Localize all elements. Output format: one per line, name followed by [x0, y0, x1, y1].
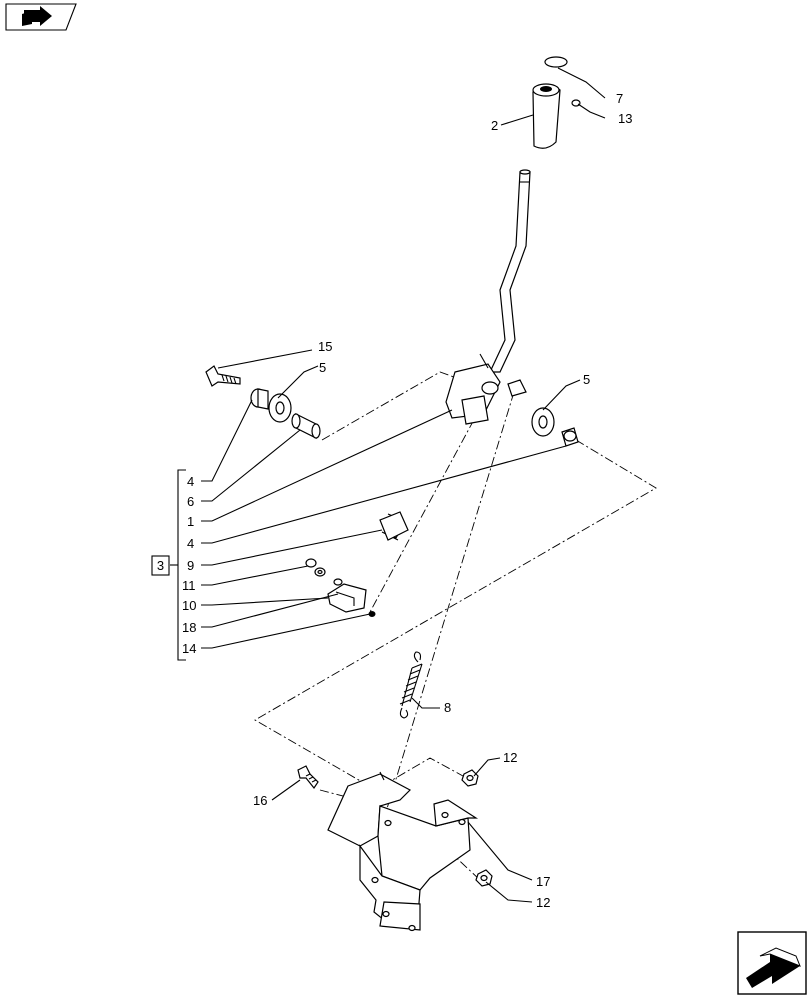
washer-right [531, 407, 555, 437]
cam-block [327, 578, 367, 613]
long-spring [399, 651, 423, 719]
leader-lines [201, 67, 606, 903]
callout-12-bottom: 12 [536, 895, 550, 910]
washer-left [268, 393, 292, 423]
group-box-label: 3 [157, 558, 164, 573]
group-bracket: 3 [151, 469, 186, 661]
callout-18: 18 [182, 620, 196, 635]
callout-12-top: 12 [503, 750, 517, 765]
nut-top [461, 769, 479, 787]
callout-7: 7 [616, 91, 623, 106]
lever-bracket [445, 353, 527, 425]
small-screw [368, 611, 376, 617]
callout-6: 6 [187, 494, 194, 509]
nut-bottom [475, 869, 493, 887]
spacer-tube [291, 413, 321, 439]
gear-knob [532, 83, 561, 149]
bolt [205, 365, 241, 387]
bracket-bolt [297, 765, 319, 790]
callout-1: 1 [187, 514, 194, 529]
callout-4-b: 4 [187, 536, 194, 551]
knob-cap [544, 56, 568, 68]
callout-9: 9 [187, 558, 194, 573]
callout-10: 10 [182, 598, 196, 613]
callout-8: 8 [444, 700, 451, 715]
short-spring [379, 511, 409, 541]
callout-14: 14 [182, 641, 196, 656]
callout-labels: 2 7 13 15 5 5 4 6 1 4 9 11 10 18 14 8 12… [182, 91, 632, 910]
callout-17: 17 [536, 874, 550, 889]
callout-13: 13 [618, 111, 632, 126]
callout-15: 15 [318, 339, 332, 354]
callout-4-a: 4 [187, 474, 194, 489]
callout-11: 11 [182, 578, 196, 593]
pin [305, 558, 326, 577]
bushing-right [561, 427, 579, 447]
lever-rod [489, 169, 531, 373]
next-page-arrow-icon[interactable] [737, 931, 807, 995]
bushing-left [250, 388, 269, 410]
book-arrow-icon[interactable] [5, 3, 77, 31]
callout-16: 16 [253, 793, 267, 808]
mounting-bracket [327, 771, 479, 932]
group-box [151, 555, 170, 576]
callout-5-right: 5 [583, 372, 590, 387]
callout-5-left: 5 [319, 360, 326, 375]
callout-2: 2 [491, 118, 498, 133]
